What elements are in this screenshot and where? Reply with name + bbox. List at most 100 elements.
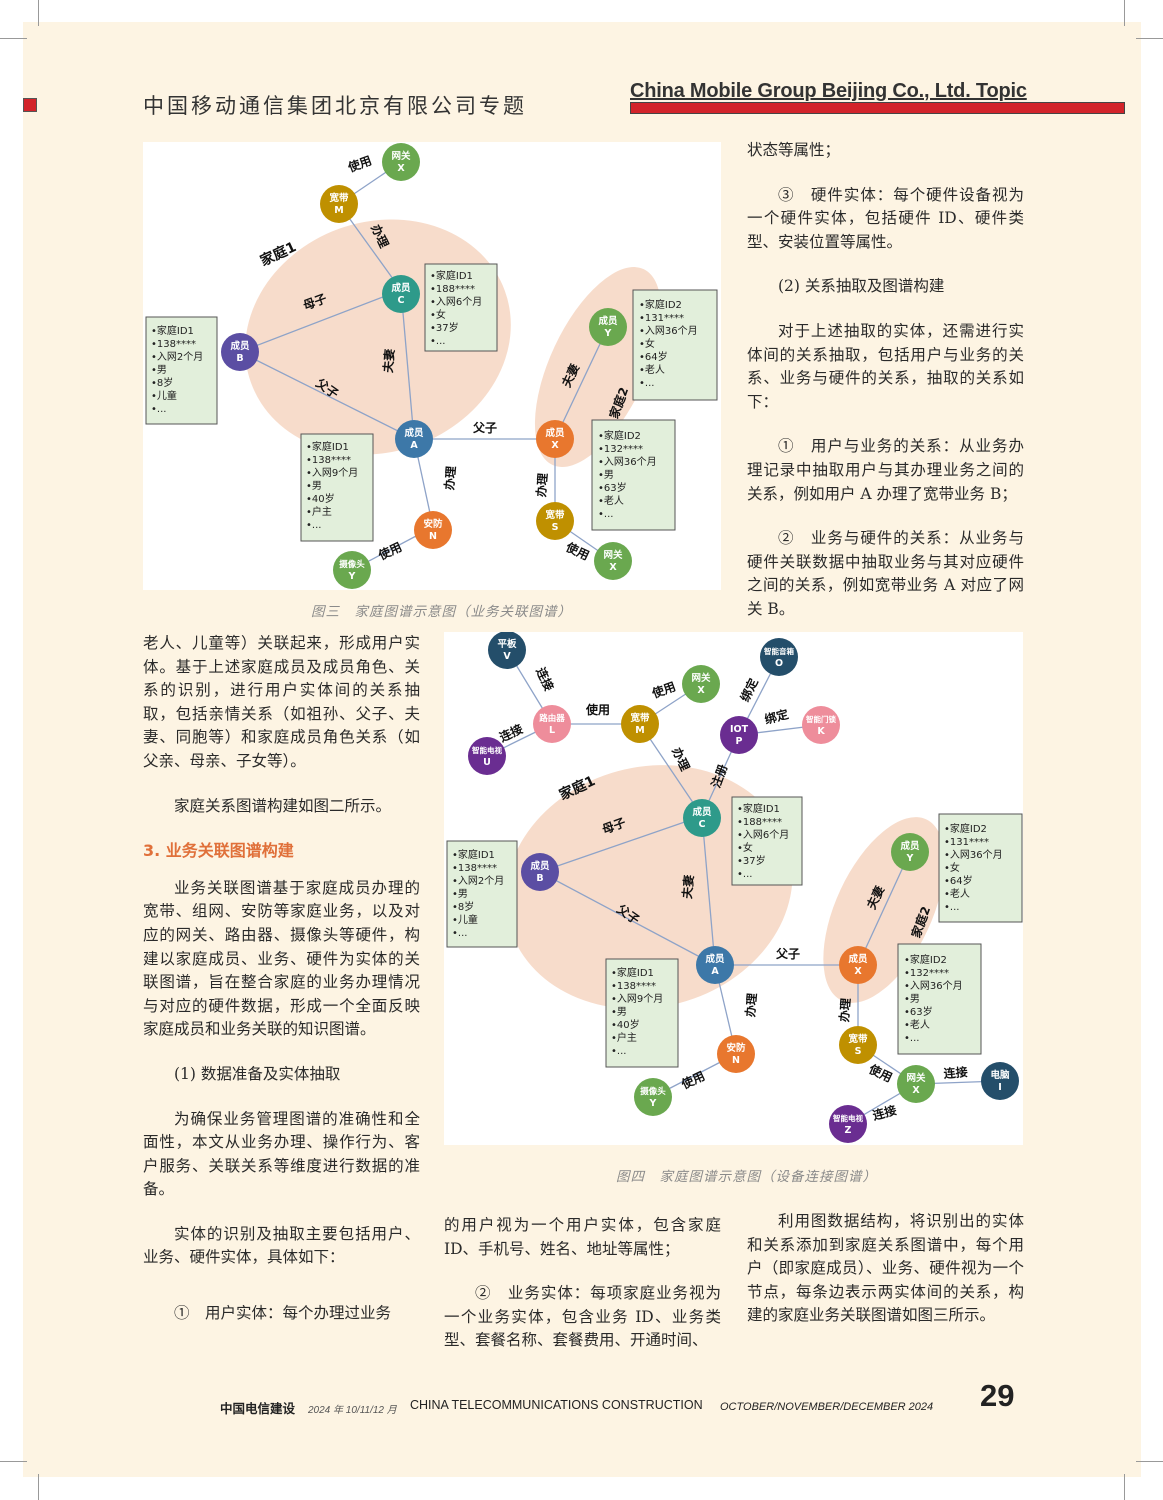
paragraph: ① 用户与业务的关系：从业务办理记录中抽取用户与其办理业务之间的关系，例如用户 … — [747, 437, 1024, 503]
svg-text:•64岁: •64岁 — [944, 874, 973, 887]
figure-3: 使用 办理 家庭1 母子 夫妻 父子 父子 办理 使用 夫妻 家庭2 办理 使用… — [143, 142, 721, 590]
crop-mark — [0, 38, 27, 39]
figure-3-caption: 图三 家庭图谱示意图（业务关联图谱） — [311, 604, 572, 620]
svg-text:•入网36个月: •入网36个月 — [944, 849, 1003, 861]
svg-text:B: B — [236, 353, 243, 364]
svg-text:•...: •... — [598, 509, 613, 520]
svg-text:•...: •... — [611, 1046, 626, 1057]
svg-text:•老人: •老人 — [944, 887, 970, 900]
svg-text:•家庭ID2: •家庭ID2 — [598, 429, 641, 442]
svg-text:I: I — [998, 1082, 1002, 1093]
svg-text:•家庭ID1: •家庭ID1 — [151, 324, 194, 337]
svg-text:M: M — [635, 725, 644, 736]
svg-text:成员: 成员 — [230, 340, 250, 352]
node-broadband-m: 宽带M — [320, 185, 358, 223]
svg-text:P: P — [736, 736, 743, 747]
svg-text:N: N — [429, 531, 437, 542]
svg-text:连接: 连接 — [497, 721, 525, 745]
node-member-y: 成员Y — [589, 308, 627, 346]
svg-text:安防: 安防 — [726, 1042, 746, 1054]
node-member-a: 成员A — [395, 420, 433, 458]
node-gateway-x: 网关X — [382, 143, 420, 181]
svg-text:C: C — [699, 819, 706, 830]
svg-text:•138****: •138**** — [452, 863, 497, 874]
svg-text:A: A — [711, 966, 719, 977]
svg-text:成员: 成员 — [692, 806, 712, 818]
paragraph: 利用图数据结构，将识别出的实体和关系添加到家庭关系图谱中，每个用户（即家庭成员）… — [747, 1212, 1024, 1325]
svg-text:•40岁: •40岁 — [611, 1018, 640, 1031]
svg-text:•入网9个月: •入网9个月 — [611, 993, 663, 1005]
svg-text:•63岁: •63岁 — [598, 481, 627, 494]
svg-text:成员: 成员 — [530, 860, 550, 872]
svg-text:X: X — [912, 1085, 920, 1096]
footer-issue-en: OCTOBER/NOVEMBER/DECEMBER 2024 — [720, 1401, 934, 1413]
svg-text:X: X — [397, 163, 405, 174]
node-gateway-x2: 网关X — [897, 1065, 935, 1103]
paragraph: 为确保业务管理图谱的准确性和全面性，本文从业务办理、操作行为、客户服务、关联关系… — [143, 1109, 420, 1199]
svg-text:•儿童: •儿童 — [151, 389, 177, 402]
svg-text:•...: •... — [639, 378, 654, 389]
svg-text:Y: Y — [906, 853, 914, 864]
svg-text:X: X — [697, 685, 705, 696]
svg-text:网关: 网关 — [906, 1072, 926, 1084]
subsection-heading: (1) 数据准备及实体抽取 — [174, 1064, 341, 1083]
svg-text:使用: 使用 — [649, 679, 678, 702]
svg-text:K: K — [817, 726, 825, 737]
svg-text:智能电视: 智能电视 — [833, 1113, 863, 1123]
svg-text:•家庭ID2: •家庭ID2 — [944, 822, 987, 835]
svg-text:网关: 网关 — [391, 150, 411, 162]
svg-text:•男: •男 — [598, 469, 614, 481]
right-column-bottom: 利用图数据结构，将识别出的实体和关系添加到家庭关系图谱中，每个用户（即家庭成员）… — [747, 1210, 1024, 1349]
paragraph: 老人、儿童等）关联起来，形成用户实体。基于上述家庭成员及成员角色、关系的识别，进… — [143, 634, 420, 770]
svg-text:成员: 成员 — [404, 427, 424, 439]
svg-text:•男: •男 — [306, 480, 322, 492]
svg-text:•138****: •138**** — [306, 455, 351, 466]
node-tablet-v: 平板V — [488, 632, 526, 669]
svg-text:绑定: 绑定 — [763, 706, 790, 727]
svg-text:•...: •... — [306, 520, 321, 531]
svg-text:Y: Y — [604, 328, 612, 339]
infobox-member-c: •家庭ID1•188****•入网6个月•女•37岁•... — [424, 263, 498, 352]
svg-text:•入网36个月: •入网36个月 — [639, 325, 698, 337]
node-broadband-m: 宽带M — [621, 705, 659, 743]
paragraph: 家庭关系图谱构建如图二所示。 — [174, 796, 392, 815]
svg-text:摄像头: 摄像头 — [640, 1086, 666, 1097]
crop-mark — [1136, 1461, 1163, 1462]
svg-text:•131****: •131**** — [639, 313, 684, 324]
paragraph: ③ 硬件实体：每个硬件设备视为一个硬件实体，包括硬件 ID、硬件类型、安装位置等… — [747, 185, 1024, 251]
svg-text:办理: 办理 — [836, 997, 853, 1022]
svg-text:•...: •... — [452, 928, 467, 939]
header-title-en: China Mobile Group Beijing Co., Ltd. Top… — [630, 80, 1027, 102]
paragraph: 的用户视为一个用户实体，包含家庭 ID、手机号、姓名、地址等属性； — [444, 1216, 721, 1258]
svg-text:•188****: •188**** — [737, 817, 782, 828]
node-member-x: 成员X — [839, 946, 877, 984]
infobox-member-y: •家庭ID2•131****•入网36个月•女•64岁•老人•... — [938, 813, 1023, 923]
svg-text:办理: 办理 — [441, 465, 458, 490]
paragraph: ② 业务实体：每项家庭业务视为一个业务实体，包含业务 ID、业务类型、套餐名称、… — [444, 1284, 721, 1350]
svg-text:B: B — [536, 873, 543, 884]
svg-text:Y: Y — [348, 571, 356, 582]
crop-mark — [1124, 1474, 1125, 1500]
svg-text:办理: 办理 — [533, 472, 550, 497]
node-member-b: 成员B — [521, 853, 559, 891]
svg-text:•131****: •131**** — [944, 837, 989, 848]
svg-text:使用: 使用 — [375, 539, 404, 563]
svg-text:•138****: •138**** — [151, 339, 196, 350]
svg-text:成员: 成员 — [545, 427, 565, 439]
svg-text:•儿童: •儿童 — [452, 913, 478, 926]
crop-mark — [38, 0, 39, 26]
paragraph: 实体的识别及抽取主要包括用户、业务、硬件实体，具体如下： — [143, 1224, 420, 1267]
svg-text:•...: •... — [904, 1033, 919, 1044]
crop-mark — [38, 1474, 39, 1500]
svg-text:使用: 使用 — [585, 702, 610, 717]
svg-text:U: U — [483, 757, 491, 768]
paragraph: 状态等属性； — [747, 141, 841, 159]
svg-text:•老人: •老人 — [598, 494, 624, 507]
svg-text:A: A — [410, 440, 418, 451]
node-member-y: 成员Y — [891, 833, 929, 871]
svg-text:•女: •女 — [639, 337, 655, 350]
